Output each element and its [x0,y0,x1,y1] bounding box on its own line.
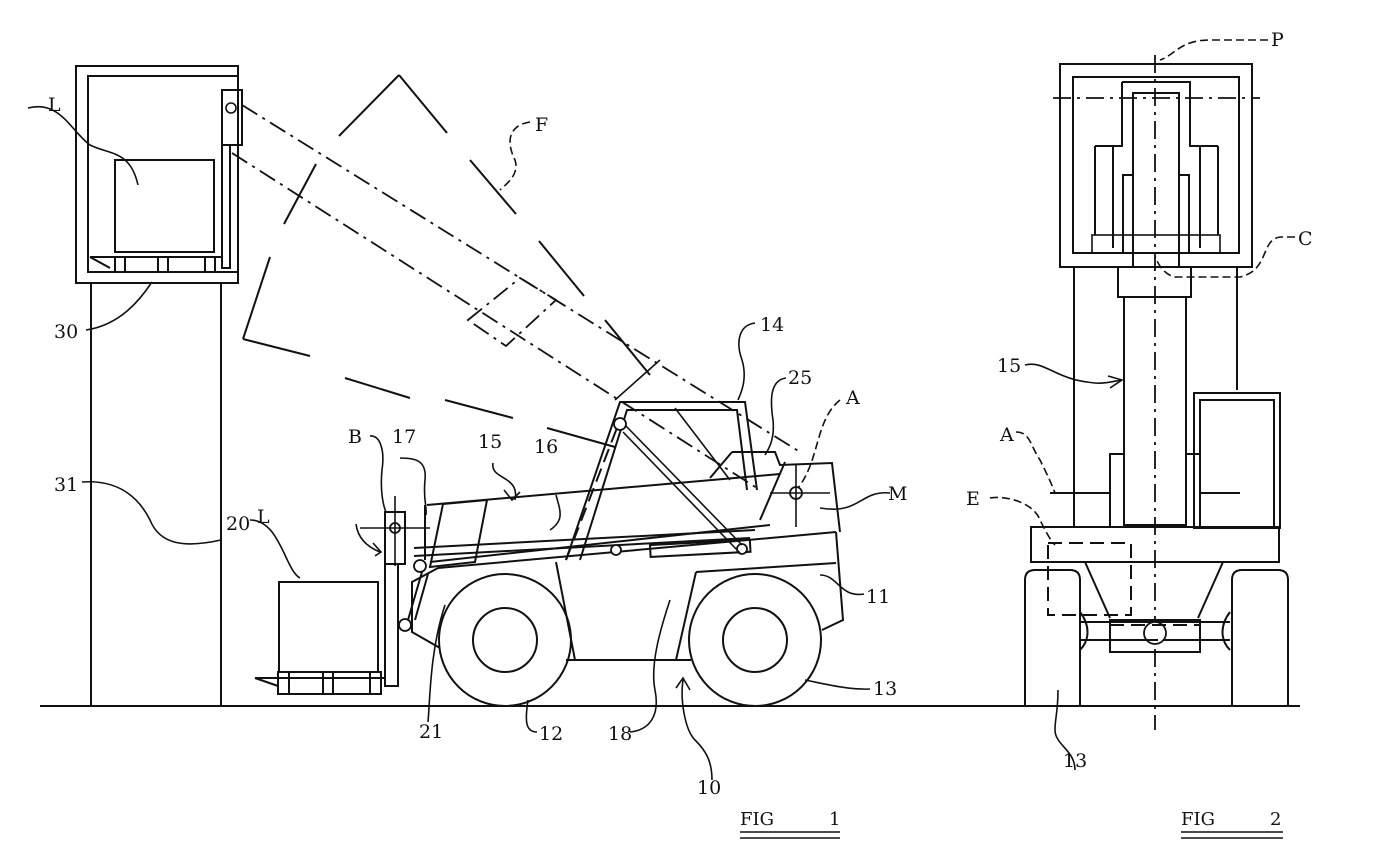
label-17: 17 [392,426,416,448]
label-B: B [348,426,362,448]
label-E: E [966,488,980,510]
support-column-31 [91,284,221,706]
upper-pallet [90,252,222,272]
figure-2: P C 15 A E 13 FIG 2 [966,29,1313,838]
upper-load [115,160,214,252]
mast-15 [1050,267,1240,527]
label-A: A [845,387,860,409]
fig2-caption-number: 2 [1270,809,1281,830]
label-31: 31 [54,474,78,496]
label-10: 10 [697,777,721,799]
label-M: M [888,483,907,505]
label-L-lower: L [257,506,270,528]
label-P: P [1271,29,1284,51]
label-15: 15 [478,431,502,453]
leader-lines-fig2 [990,40,1295,770]
reach-envelope-F [243,75,650,447]
rear-wheel-13 [689,574,821,706]
label-21: 21 [419,721,443,743]
label-20: 20 [226,513,250,535]
label-14: 14 [760,314,784,336]
fig1-caption-text: FIG [740,809,774,830]
label-11: 11 [866,586,890,608]
label-15-fig2: 15 [997,355,1021,377]
label-18: 18 [608,723,632,745]
label-16: 16 [534,436,558,458]
figure-2-caption: FIG 2 [1181,809,1283,838]
cab-front [1194,393,1280,528]
label-25: 25 [788,367,812,389]
label-F: F [535,114,548,136]
figure-1: L F 30 31 14 25 A M B 17 15 16 20 L 11 2… [28,66,1300,838]
fig1-caption-number: 1 [829,809,840,830]
label-C: C [1298,228,1313,250]
label-A-fig2: A [999,424,1014,446]
fig2-caption-text: FIG [1181,809,1215,830]
front-wheel-12 [439,574,571,706]
label-13-fig2: 13 [1063,750,1087,772]
label-30: 30 [54,321,78,343]
figure-1-caption: FIG 1 [740,809,840,838]
leader-lines-fig1 [28,107,890,780]
platform-30 [76,66,242,283]
label-L-upper: L [48,94,61,116]
lower-load [255,582,385,694]
labels-fig1: L F 30 31 14 25 A M B 17 15 16 20 L 11 2… [48,94,907,799]
fork-carriage-20 [360,496,430,686]
label-13: 13 [873,678,897,700]
label-12: 12 [539,723,563,745]
engine-housing-M [710,452,840,532]
platform-front [1053,64,1260,267]
cab-14 [566,360,757,560]
